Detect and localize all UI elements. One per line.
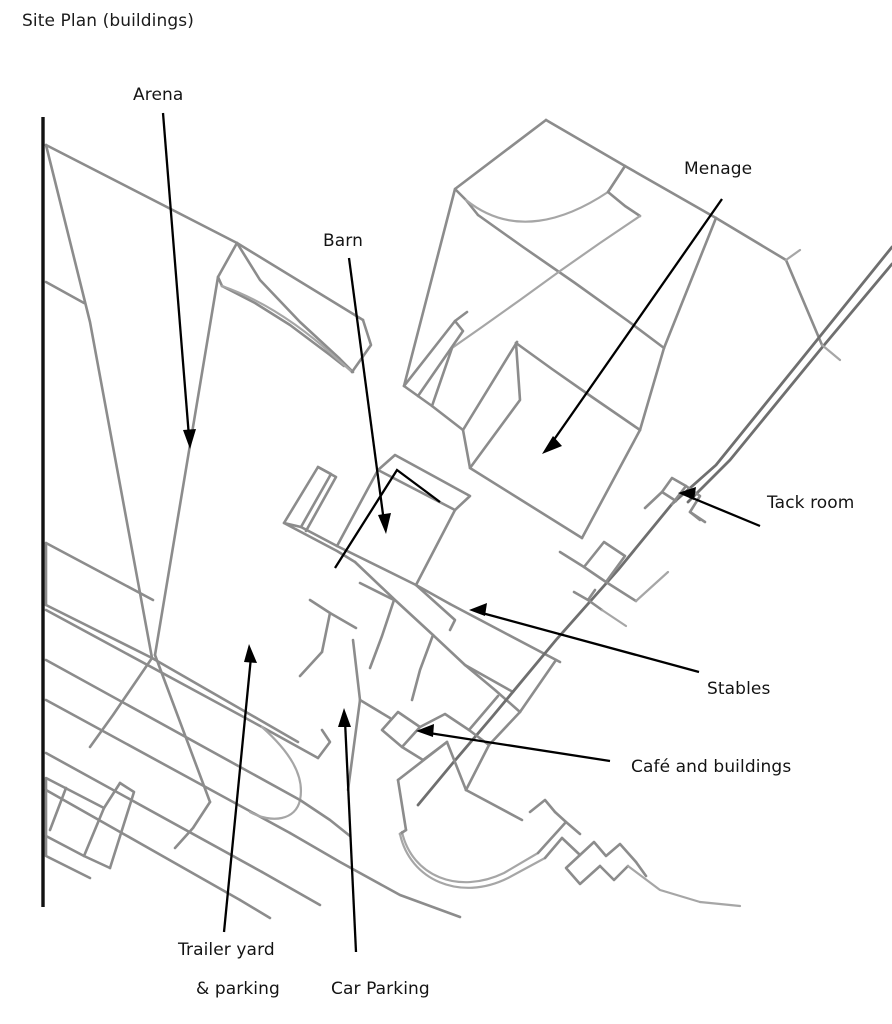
leader-barn [334,257,441,569]
leader-arena [161,112,196,449]
leader-car-parking [338,708,358,953]
label-stables: Stables [707,679,771,699]
label-trailer-yard: Trailer yard [178,940,275,960]
annotation-leaders [161,112,761,953]
leader-menage [542,198,723,454]
label-menage: Menage [684,159,753,179]
leader-tack-room [678,487,761,528]
map-linework [44,118,892,920]
label-arena: Arena [133,85,184,105]
leader-cafe [416,724,611,763]
label-tack-room: Tack room [767,493,855,513]
label-barn: Barn [323,231,363,251]
label-cafe-and-buildings: Café and buildings [631,757,792,777]
page-title: Site Plan (buildings) [22,11,194,31]
label-car-parking: Car Parking [331,979,430,999]
leader-stables [469,603,700,674]
label-trailer-yard-line2: & parking [196,979,280,999]
leader-trailer-yard [222,644,257,933]
